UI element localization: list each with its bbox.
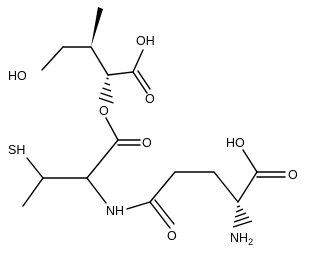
atom-label-acid-right-o: O <box>288 168 298 182</box>
atom-label-amide-nh: NH <box>106 204 124 218</box>
bond <box>154 199 175 225</box>
atom-label-hydroxyl: HO <box>8 69 27 83</box>
amine-subscript: 2 <box>248 237 253 247</box>
bond <box>22 177 44 207</box>
hashed-bond-ester <box>98 77 114 104</box>
atom-labels: HO OH O O O SH NH O HO O NH2 <box>8 34 298 247</box>
bond <box>132 49 144 73</box>
atom-label-ester-o: O <box>99 104 109 118</box>
bond <box>41 46 64 71</box>
atom-label-acid-o: O <box>145 92 155 106</box>
atom-label-acid-ho: HO <box>226 136 245 150</box>
atom-label-acid-oh: OH <box>136 34 155 48</box>
amine-n-label: NH <box>230 231 248 245</box>
bond <box>26 157 44 179</box>
bond <box>90 46 109 76</box>
bond-lines <box>22 46 286 229</box>
bond <box>107 71 134 76</box>
bond <box>137 70 151 90</box>
wedge-bond-methyl <box>91 7 103 47</box>
atom-label-amide-o: O <box>167 229 177 243</box>
bond <box>237 171 258 203</box>
atom-label-amine: NH2 <box>230 231 253 247</box>
bond <box>126 201 151 210</box>
atom-label-thiol: SH <box>8 143 25 157</box>
bond <box>105 117 119 141</box>
bond <box>149 201 171 229</box>
atom-label-ester-carbonyl-o: O <box>142 136 152 150</box>
bond <box>242 149 258 173</box>
bond <box>132 71 148 94</box>
bond <box>86 177 107 204</box>
hashed-bond-amine <box>232 205 253 228</box>
bond <box>213 171 239 203</box>
bond <box>86 139 119 179</box>
bond <box>149 171 176 203</box>
